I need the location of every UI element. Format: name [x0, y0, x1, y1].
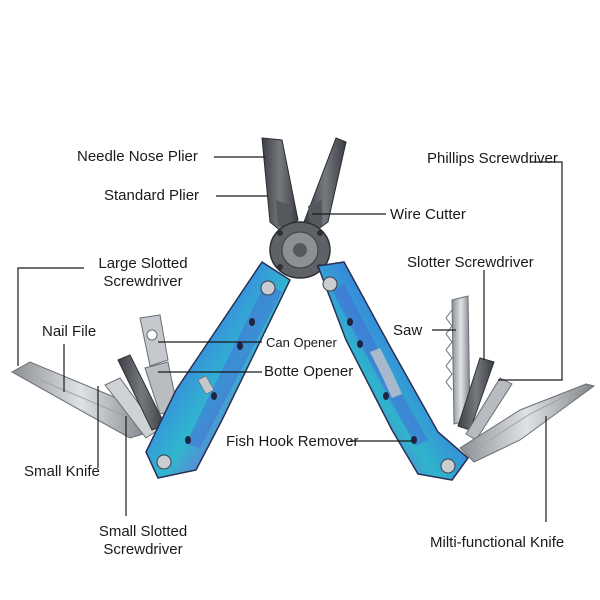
label-saw: Saw: [393, 322, 423, 339]
plier-jaws: [261, 137, 347, 233]
leader-large-slotted-screwdriver: [17, 267, 84, 366]
label-can-opener: Can Opener: [264, 334, 339, 352]
label-wire-cutter: Wire Cutter: [390, 206, 466, 223]
label-large-slotted-line1: Large Slotted: [98, 255, 188, 272]
pivot-joint: [269, 221, 331, 279]
right-tools: [445, 295, 596, 463]
label-multi-functional-knife: Milti-functional Knife: [430, 534, 565, 551]
label-needle-nose-plier: Needle Nose Plier: [77, 148, 198, 165]
right-handle: [316, 261, 470, 481]
left-tools: [10, 314, 179, 439]
label-standard-plier: Standard Plier: [104, 187, 200, 204]
label-phillips-screwdriver: Phillips Screwdriver: [427, 150, 558, 167]
label-small-slotted-line2: Screwdriver: [103, 541, 183, 558]
label-small-slotted-line1: Small Slotted: [98, 523, 188, 540]
label-small-knife: Small Knife: [24, 463, 100, 480]
leader-phillips-screwdriver: [498, 161, 563, 381]
label-nail-file: Nail File: [42, 323, 97, 340]
label-slotter-screwdriver: Slotter Screwdriver: [407, 254, 534, 271]
label-fish-hook-remover: Fish Hook Remover: [226, 433, 359, 450]
label-large-slotted-line2: Screwdriver: [103, 273, 183, 290]
left-handle: [145, 260, 291, 479]
label-botte-opener: Botte Opener: [262, 363, 356, 381]
label-small-slotted-screwdriver: Small Slotted Screwdriver: [86, 523, 200, 559]
leader-lines: [17, 156, 563, 522]
label-large-slotted-screwdriver: Large Slotted Screwdriver: [84, 255, 202, 291]
